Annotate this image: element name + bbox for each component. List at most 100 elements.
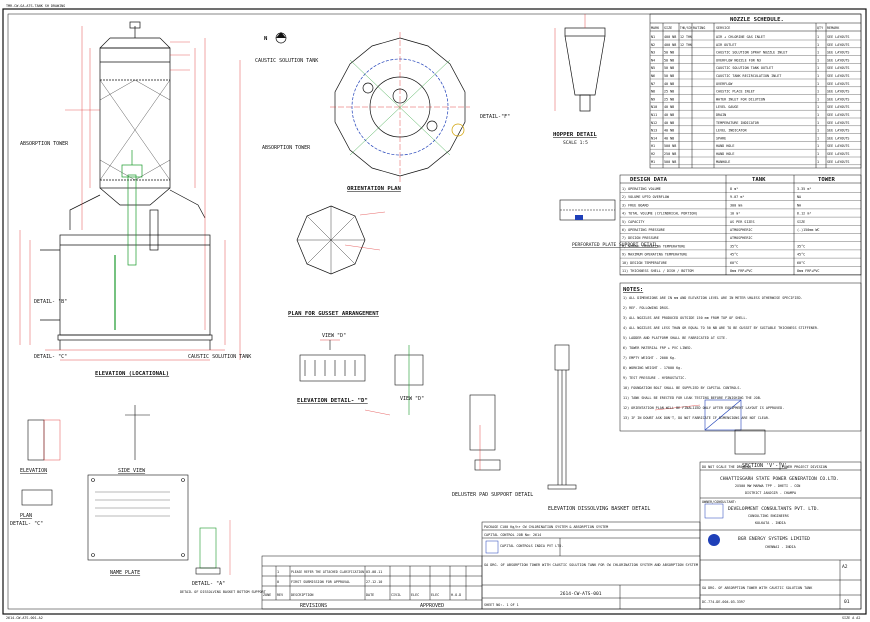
design-data-tower: 8mm FRP+PVC [797,269,819,273]
note-item: 9) TEST PRESSURE - HYDROSTATIC. [623,376,686,380]
notes-block [619,282,862,432]
nozzle-cell: N4 [651,58,655,62]
nozzle-cell: 1 [817,136,819,140]
title-side-view: SIDE VIEW [118,468,146,474]
revision-cell: 03.08.11 [366,570,382,574]
nozzle-cell: M1 [651,160,655,164]
note-item: 8) WORKING WEIGHT - 17000 Kg. [623,366,682,370]
label-detail-c-small: DETAIL- "C" [10,521,43,527]
revision-cell: 0 [277,580,279,584]
title-elevation-detail-d: ELEVATION DETAIL- "D" [297,398,368,404]
design-data-tower: 35°C [797,244,805,248]
note-item: 10) FOUNDATION BOLT SHALL BE SUPPLIED BY… [623,386,741,390]
design-data-param: 10) DESIGN TEMPERATURE [622,261,667,265]
basket-bottom-support [195,520,231,575]
nozzle-cell: SEE LAYOUTS [827,74,849,78]
nozzle-cell: HAND HOLE [716,152,734,156]
caustic-tank-elevation [19,150,226,361]
title-name-plate: NAME PLATE [110,570,140,576]
design-data-tank: 10 m³ [730,212,740,216]
design-data-tank: 9.07 m³ [730,195,744,199]
power-project-division: POWER PROJECT DIVISION [782,465,827,469]
nozzle-cell: N14 [651,136,657,140]
nozzle-cell: SEE LAYOUTS [827,136,849,140]
nozzle-cell: 500 NB [664,160,676,164]
contractor-name: BGR ENERGY SYSTEMS LIMITED [738,536,810,542]
nozzle-cell: SEE LAYOUTS [827,121,849,125]
nozzle-cell: DRAIN [716,113,726,117]
nozzle-cell: 40 NB [664,121,674,125]
title-plan-small: PLAN [20,513,32,519]
label-caustic-tank-left: CAUSTIC SOLUTION TANK [188,354,251,360]
nozzle-cell: SEE LAYOUTS [827,160,849,164]
label-absorption-tower: ABSORPTION TOWER [20,141,69,147]
absorption-tower-elevation [65,21,241,360]
size-label: SIZE A A2 [842,616,860,620]
nozzle-cell: SEE LAYOUTS [827,144,849,148]
design-data-tank: 45°C [730,253,738,257]
nozzle-header-cell: MARK [651,26,660,30]
drawing-number: 2614-CW-ATS-001 [560,591,602,597]
drawing-rev: 01 [844,599,850,605]
nozzle-cell: SEE LAYOUTS [827,35,849,39]
nozzle-cell: OVERFLOW [716,82,733,86]
design-data-param: 1) OPERATING VOLUME [622,187,661,191]
nozzle-cell: 1 [817,66,819,70]
package-label: PACKAGE [484,525,498,529]
nozzle-cell: HAND HOLE [716,144,734,148]
note-item: 6) TOWER MATERIAL FRP + PVC LINED. [623,346,692,350]
design-data-tower: 45°C [797,253,805,257]
nozzle-cell: 1 [817,74,819,78]
label-absorption-tower-plan: ABSORPTION TOWER [262,145,311,151]
nozzle-schedule-title: NOZZLE SCHEDULE. [730,17,784,23]
nozzle-cell: N11 [651,113,657,117]
nozzle-cell: N2 [651,43,655,47]
design-data-tower: (-)150mm WC [797,228,819,232]
package-title: C100 Kg/hr CW CHLORINATION SYSTEM & ABSO… [500,525,608,529]
nozzle-cell: 400 NB [664,35,676,39]
nozzle-cell: AIR + CHLORINE GAS INLET [716,35,765,39]
nozzle-cell: 12 THK [680,43,693,47]
section-vv [654,399,766,455]
design-data-param: 9) MAXIMUM OPERATING TEMPERATURE [622,253,687,257]
nozzle-cell: N6 [651,74,655,78]
title-dissolving-basket: ELEVATION DISSOLVING BASKET DETAIL [548,506,650,512]
nozzle-cell: 40 NB [664,105,674,109]
nozzle-cell: 25 NB [664,97,674,101]
nozzle-cell: CAUSTIC PLACE INLET [716,90,755,94]
label-view-d2: VIEW "D" [400,396,424,402]
design-data-tank: ATMOSPHERIC [730,236,752,240]
design-data-tank: 8 m³ [730,187,738,191]
nozzle-cell: SEE LAYOUTS [827,90,849,94]
note-item: 1) ALL DIMENSIONS ARE IN mm AND ELEVATIO… [623,296,803,300]
client-title: CHHATTISGARH STATE POWER GENERATION CO.L… [720,476,839,482]
design-data-tank: 300 mm [730,203,742,207]
north-label: N [264,36,268,42]
design-data-param: 7) DESIGN PRESSURE [622,236,659,240]
perforated-plate [559,199,616,221]
nozzle-cell: SEE LAYOUTS [827,152,849,156]
nozzle-cell: SEE LAYOUTS [827,51,849,55]
nozzle-cell: N1 [651,35,655,39]
title-block-right [699,461,862,610]
note-item: 4) ALL NOZZLES ARE LESS THAN OR EQUAL TO… [623,326,819,330]
nozzle-cell: LEVEL INDICATOR [716,129,748,133]
nozzle-cell: CAUSTIC TANK RECIRCULATION INLET [716,74,781,78]
do-not-scale: DO NOT SCALE THE DRAWING [702,465,751,469]
nozzle-cell: 250 NB [664,152,676,156]
nozzle-cell: 1 [817,105,819,109]
consultant-name: DEVELOPMENT CONSULTANTS PVT. LTD. [728,506,819,512]
revision-header-cell: ZONE [263,593,271,597]
nozzle-cell: 1 [817,90,819,94]
notes-title: NOTES: [623,287,643,293]
design-data-tower: NA [797,195,801,199]
design-data-tower: 3.35 m³ [797,187,811,191]
client-place: DISTRICT JANJGIR - CHAMPA [745,491,796,495]
revisions-table [261,555,483,610]
hopper-detail [554,14,606,112]
note-item: 11) TANK SHALL BE ERECTED FOR LEAK TESTI… [623,396,762,400]
design-data-col-tower: TOWER [818,177,835,183]
note-item: 12) ORIENTATION PLAN WILL BE FINALIZED O… [623,406,784,410]
drawing-title-1: GA DRG. OF ABSORPTION TOWER WITH CAUSTIC… [484,563,698,567]
nozzle-cell: 1 [817,97,819,101]
